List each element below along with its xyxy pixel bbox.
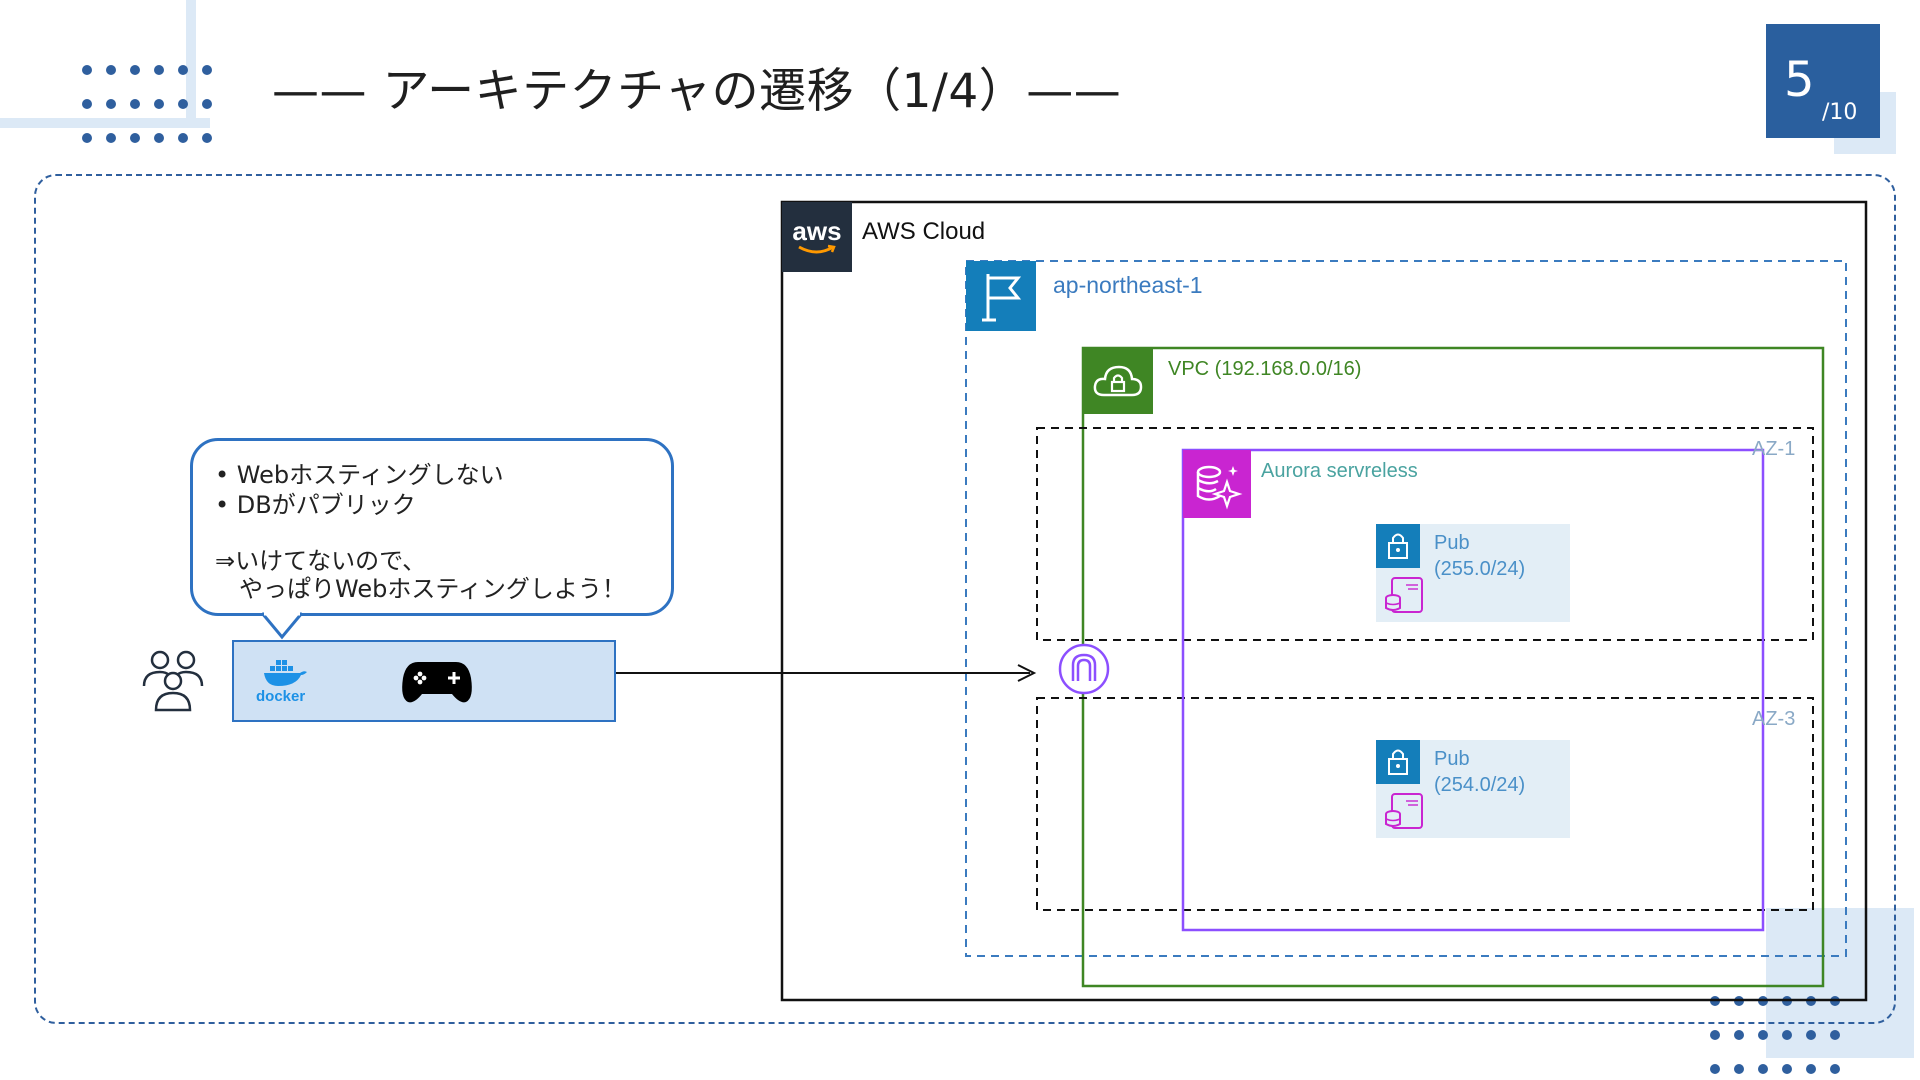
- region-boundary: [965, 260, 1847, 957]
- dot-grid-top-left: [82, 65, 212, 143]
- subnet-1-name: Pub: [1434, 532, 1470, 554]
- users-icon: [140, 648, 206, 712]
- docker-label: docker: [256, 688, 306, 705]
- bubble-conclusion-1: ⇒いけてないので、: [215, 547, 427, 575]
- az1-boundary: [1036, 427, 1814, 641]
- page-number-badge: 5 /10: [1766, 24, 1880, 138]
- docker-logo: docker: [256, 658, 314, 708]
- aurora-label: Aurora servreless: [1261, 460, 1418, 482]
- az1-label: AZ-1: [1752, 438, 1796, 460]
- gamepad-icon: [400, 656, 474, 708]
- aws-logo: aws: [782, 202, 852, 272]
- bubble-bullet-2: • DBがパブリック: [215, 491, 416, 519]
- subnet-lock-icon: [1376, 740, 1420, 784]
- speech-bubble: • Webホスティングしない • DBがパブリック ⇒いけてないので、 やっぱり…: [190, 438, 674, 616]
- content-frame: [34, 174, 1896, 1024]
- page-current: 5: [1784, 52, 1815, 108]
- page-total: /10: [1822, 100, 1858, 125]
- region-flag-icon: [966, 261, 1036, 331]
- vpc-label: VPC (192.168.0.0/16): [1168, 358, 1362, 380]
- subnet-lock-icon: [1376, 524, 1420, 568]
- bubble-bullet-1: • Webホスティングしない: [215, 461, 504, 489]
- aws-logo-text: aws: [792, 216, 842, 246]
- subnet-1-cidr: (255.0/24): [1434, 558, 1526, 580]
- aws-smile-icon: [798, 244, 836, 254]
- corner-accent-top-left-vertical: [186, 0, 196, 128]
- region-label: ap-northeast-1: [1053, 272, 1203, 298]
- client-app-container: docker: [232, 640, 616, 722]
- aurora-instance-icon: [1384, 576, 1424, 614]
- subnet-2-cidr: (254.0/24): [1434, 774, 1526, 796]
- aurora-serverless-icon: [1183, 450, 1251, 518]
- aws-cloud-label: AWS Cloud: [862, 218, 986, 245]
- speech-bubble-tail: [262, 610, 304, 640]
- subnet-2-name: Pub: [1434, 748, 1470, 770]
- internet-gateway-icon: [1058, 643, 1110, 695]
- vpc-boundary: [1081, 346, 1825, 988]
- az3-boundary: [1036, 697, 1814, 911]
- connection-arrowhead: [1017, 664, 1037, 682]
- docker-whale-icon: [264, 660, 307, 686]
- bubble-conclusion-2: やっぱりWebホスティングしよう！: [215, 575, 626, 603]
- slide-title: —— アーキテクチャの遷移（1/4）——: [272, 64, 1122, 119]
- az3-label: AZ-3: [1752, 708, 1796, 730]
- aws-cloud-boundary: [780, 200, 1868, 1002]
- aurora-group-boundary: [1181, 448, 1765, 932]
- aurora-instance-icon: [1384, 792, 1424, 830]
- vpc-cloud-lock-icon: [1083, 348, 1153, 414]
- corner-accent-top-left: [0, 118, 210, 128]
